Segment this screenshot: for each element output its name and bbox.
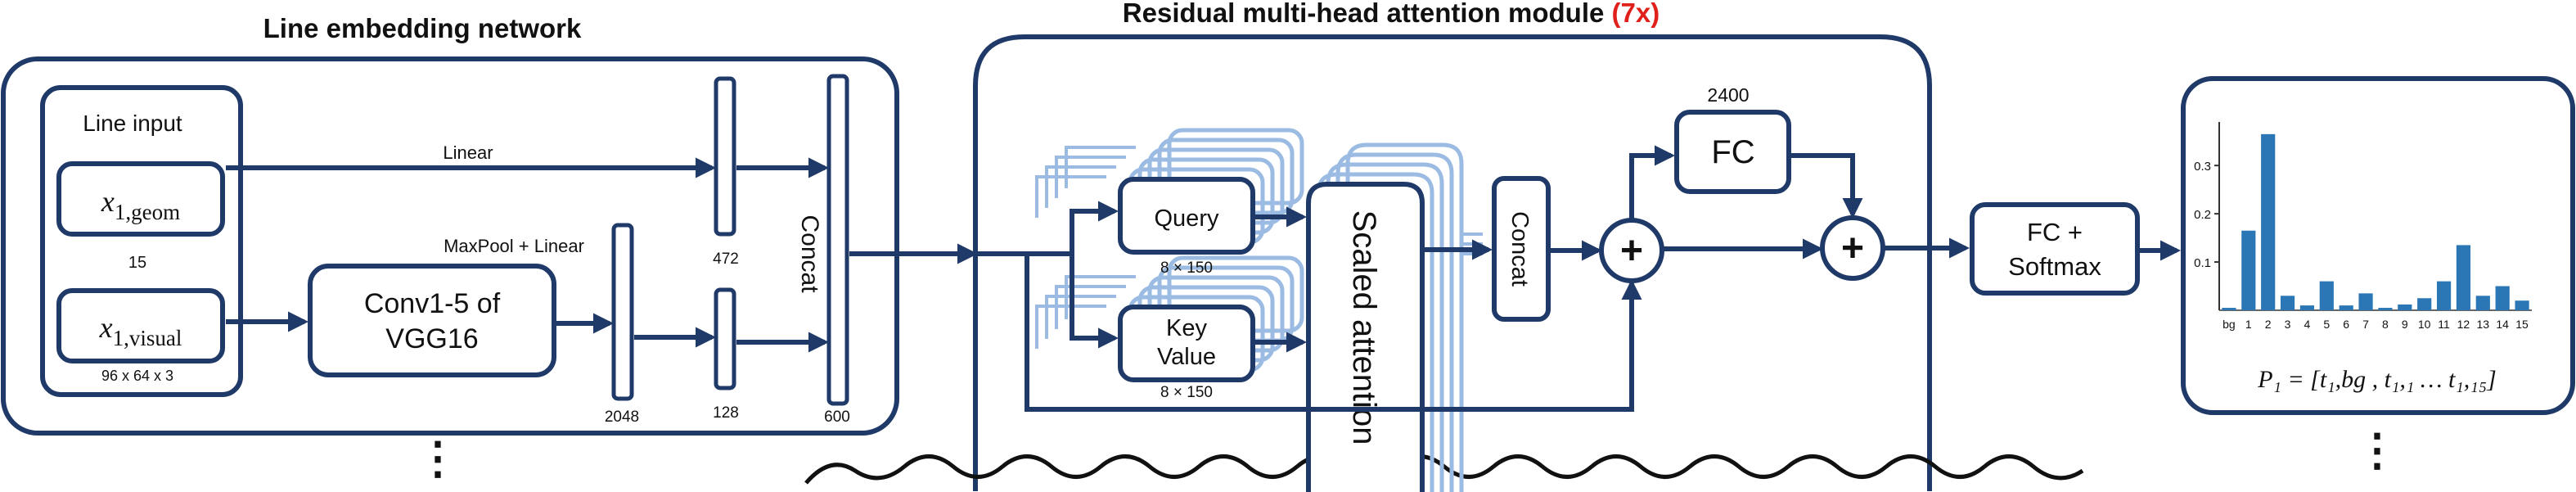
scaled-attention-block	[1306, 182, 1425, 492]
line-embedding-panel: Line input x1,geom 15 x1,visual 96 x 64 …	[1, 56, 899, 436]
embedding-ellipsis: ⋮	[416, 434, 460, 483]
output-panel	[2181, 76, 2575, 415]
chart-bar	[2378, 308, 2393, 310]
chart-bar	[2319, 281, 2334, 310]
visual-input-label: x1,visual	[99, 311, 182, 350]
geom-dim-label: 15	[128, 254, 146, 272]
chart-bar	[2417, 298, 2432, 310]
output-formula: P₁ = [t₁,bg , t₁,₁ … t₁,₁₅]	[2257, 366, 2497, 393]
chart-bar	[2261, 133, 2276, 310]
chart-bar	[2456, 245, 2471, 310]
chart-bar	[2436, 281, 2452, 310]
fc-label: FC	[1711, 134, 1754, 170]
vector-2048	[611, 223, 634, 401]
concat-label: Concat	[1506, 211, 1533, 287]
chart-x-tick-label: 4	[2304, 318, 2311, 331]
chart-y-tick-label: 0.1	[2194, 256, 2211, 270]
chart-y-tick-label: 0.2	[2194, 208, 2211, 222]
chart-bar	[2222, 308, 2236, 310]
line-input-box	[40, 85, 243, 397]
chart-x-tick-label: 15	[2515, 318, 2529, 331]
vector-600-concat	[826, 74, 849, 406]
visual-input-box	[56, 288, 225, 363]
chart-y-tick-label: 0.3	[2194, 160, 2211, 174]
chart-x-tick-label: 3	[2285, 318, 2291, 331]
chart-bar	[2398, 304, 2412, 310]
vector-472	[714, 76, 736, 237]
wave-cut-line	[804, 454, 2084, 485]
chart-bar	[2495, 286, 2510, 310]
conv-block	[308, 264, 556, 377]
chart-x-tick-label: 14	[2496, 318, 2509, 331]
chart-x-tick-label: 2	[2265, 318, 2272, 331]
attention-head-stack	[1316, 142, 1464, 492]
chart-bar	[2475, 296, 2490, 310]
chart-bar	[2280, 296, 2295, 310]
visual-dim-label: 96 x 64 x 3	[101, 368, 173, 384]
key-label: Key	[1166, 315, 1207, 341]
repeat-count: (7x)	[1612, 0, 1660, 28]
linear-label: Linear	[443, 142, 493, 163]
conv-label-line2: VGG16	[385, 323, 478, 354]
chart-x-tick-label: 8	[2382, 318, 2389, 331]
attention-module-title: Residual multi-head attention module (7x…	[1123, 0, 1660, 28]
query-dim: 8 × 150	[1160, 260, 1213, 277]
scaled-attention-label: Scaled attention	[1346, 210, 1382, 445]
fc-softmax-line2: Softmax	[2008, 252, 2101, 281]
attention-module: Query 8 × 150 Key Value 8 × 150 Scaled a…	[804, 34, 2084, 492]
chart-x-tick-label: 7	[2362, 318, 2369, 331]
output-ellipsis: ⋮	[2355, 426, 2399, 475]
light-head-arrows	[1035, 146, 1483, 349]
key-dim: 8 × 150	[1160, 384, 1213, 401]
geom-input-box	[56, 161, 225, 237]
geom-input-label: x1,geom	[101, 185, 180, 224]
embedding-arrows	[226, 157, 830, 353]
residual-add-1-symbol: +	[1620, 229, 1643, 273]
chart-x-tick-label: 12	[2457, 318, 2470, 331]
conv-label-line1: Conv1-5 of	[364, 288, 501, 319]
chart-x-tick-label: 10	[2418, 318, 2431, 331]
chart-x-tick-label: 9	[2402, 318, 2408, 331]
attention-arrows	[974, 145, 1970, 412]
dim-2048: 2048	[605, 408, 639, 426]
maxpool-linear-label: MaxPool + Linear	[444, 236, 584, 256]
residual-add-2-symbol: +	[1841, 227, 1864, 270]
dim-600: 600	[824, 408, 850, 426]
chart-x-tick-label: 5	[2323, 318, 2330, 331]
chart-bar	[2358, 293, 2373, 310]
chart-bar	[2339, 305, 2353, 310]
line-input-label: Line input	[83, 111, 182, 136]
chart-bar	[2515, 300, 2529, 310]
fc-block	[1674, 110, 1791, 194]
chart-x-tick-label: 11	[2438, 318, 2450, 331]
query-label: Query	[1155, 205, 1219, 232]
chart-x-tick-label: bg	[2222, 318, 2236, 331]
chart-bar	[2241, 230, 2256, 310]
dim-128: 128	[713, 404, 739, 422]
chart-x-tick-label: 6	[2343, 318, 2349, 331]
dim-472: 472	[713, 251, 739, 268]
fc-dim: 2400	[1707, 84, 1749, 106]
fc-softmax-line1: FC +	[2027, 218, 2083, 246]
chart-bar	[2299, 305, 2315, 310]
vector-128	[714, 287, 736, 390]
chart-x-tick-label: 13	[2477, 318, 2490, 331]
concat-label-embedding: Concat	[796, 214, 823, 293]
chart-x-tick-label: 1	[2245, 318, 2252, 331]
line-embedding-title: Line embedding network	[263, 13, 582, 43]
attention-module-border	[973, 34, 1932, 491]
value-label: Value	[1157, 344, 1216, 370]
